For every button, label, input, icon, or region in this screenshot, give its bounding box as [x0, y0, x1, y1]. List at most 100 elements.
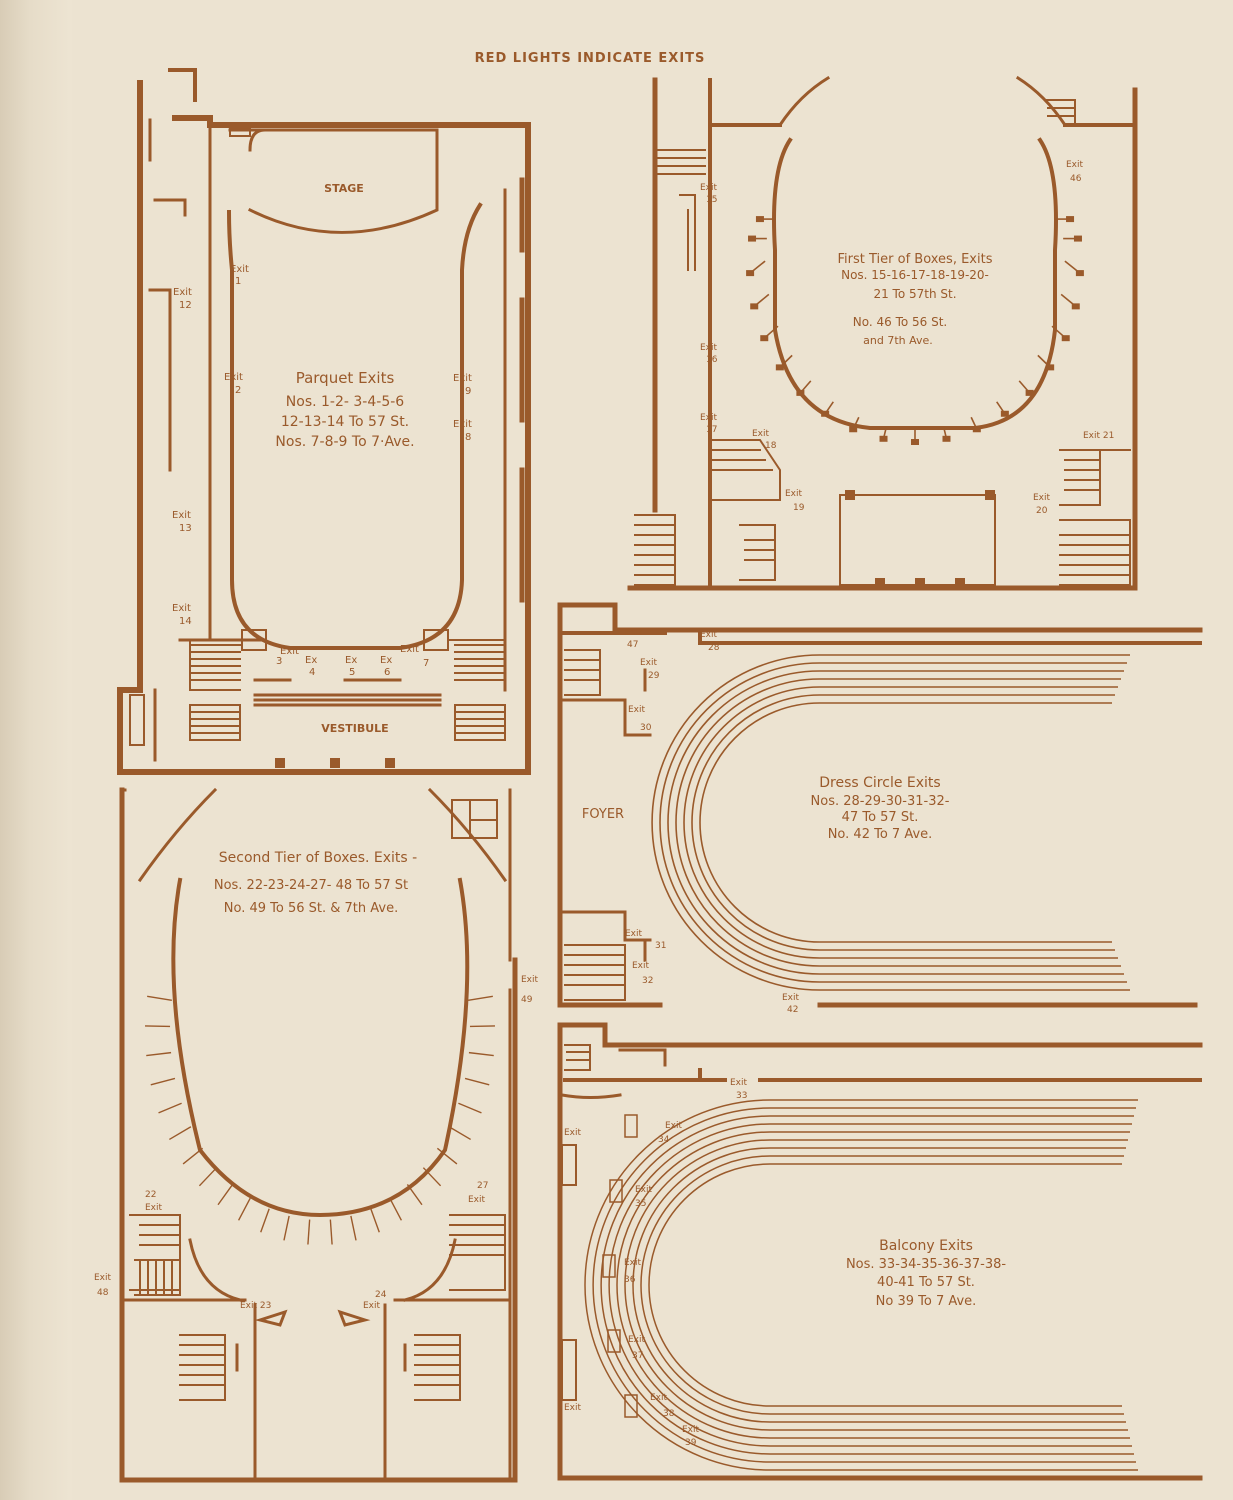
exit-19-number: 19 [793, 503, 805, 513]
second-tier-box-divider [468, 1051, 494, 1057]
exit-47-label: Exit [625, 628, 643, 638]
parquet-caption-title: Parquet Exits [296, 369, 395, 387]
parquet-caption-line-3: Nos. 7-8-9 To 7·Ave. [275, 434, 414, 450]
second-tier-box-divider [422, 1167, 442, 1187]
exit-28-label: Exit [700, 630, 718, 640]
first-tier-box-seat [911, 439, 919, 445]
exit-32-label: Exit [632, 961, 650, 971]
second-tier-box-divider [260, 1208, 270, 1233]
exit-35-number: 35 [635, 1199, 646, 1209]
second-tier-box-divider [307, 1219, 311, 1245]
exit-1-label: Exit [230, 264, 249, 275]
first-tier-box-seat [1025, 389, 1034, 396]
exit-6-number: 6 [384, 667, 390, 678]
exit-15-number: 15 [706, 195, 717, 205]
exit-49-number: 49 [521, 995, 533, 1005]
dress-circle-caption-title: Dress Circle Exits [819, 775, 940, 791]
dress-circle-plan [557, 602, 1203, 1008]
balcony-row [608, 1123, 1132, 1447]
first-tier-box-seat [1061, 335, 1070, 342]
first-tier-box-seat [796, 389, 805, 396]
exit-23-label: Exit 23 [240, 1301, 271, 1311]
balcony-row [592, 1107, 1136, 1463]
second-tier-box-divider [217, 1184, 234, 1206]
exit-24-label: Exit [363, 1301, 381, 1311]
exit-20-number: 20 [1036, 506, 1048, 516]
exit-24-number: 24 [375, 1290, 387, 1300]
parquet-caption-line-2: 12-13-14 To 57 St. [281, 414, 409, 430]
exit-38-label: Exit [650, 1393, 668, 1403]
first-tier-caption-title: First Tier of Boxes, Exits [838, 252, 993, 267]
second-tier-box-divider [406, 1184, 423, 1206]
exit-12-number: 12 [179, 300, 192, 311]
balcony-caption-line-3: No 39 To 7 Ave. [876, 1294, 977, 1309]
exit-8-label: Exit [453, 419, 472, 430]
second-tier-box-divider [436, 1147, 458, 1165]
dress-circle-row [683, 686, 1118, 959]
first-tier-caption-line-4: and 7th Ave. [863, 334, 933, 347]
exit-31-label: Exit [625, 929, 643, 939]
exit-22-label: Exit [145, 1203, 163, 1213]
exit-1-number: 1 [235, 276, 241, 287]
exit-19-label: Exit [785, 489, 803, 499]
second-tier-caption-line-1: Nos. 22-23-24-27- 48 To 57 St [214, 878, 408, 893]
first-tier-box-seat [1071, 303, 1080, 310]
dress-circle-row [699, 702, 1112, 943]
second-tier-box-divider [329, 1219, 333, 1245]
exit-37-label: Exit [628, 1335, 646, 1345]
balcony-box [602, 1254, 616, 1278]
first-tier-box-seat [1000, 410, 1009, 417]
first-tier-box-seat [879, 435, 888, 442]
balcony-row [616, 1131, 1130, 1439]
balcony-row [584, 1099, 1138, 1471]
exit-30-label: Exit [628, 705, 646, 715]
foyer-label: FOYER [582, 807, 624, 822]
exit-14-label: Exit [172, 603, 191, 614]
stage-label: STAGE [324, 182, 364, 195]
first-tier-box-seat [1073, 235, 1082, 242]
exit-18-label: Exit [752, 429, 770, 439]
first-tier-caption-line-2: 21 To 57th St. [873, 287, 956, 301]
first-tier-box-seat [746, 270, 755, 277]
exit-12-label: Exit [173, 287, 192, 298]
exit-34-number: 34 [658, 1135, 670, 1145]
dress-circle-row [667, 670, 1124, 975]
second-tier-box-dividers [145, 995, 495, 1245]
exit-48-number: 48 [97, 1288, 109, 1298]
exit-29-number: 29 [648, 671, 660, 681]
exit-37-number: 37 [632, 1351, 643, 1361]
second-tier-box-divider [458, 1102, 482, 1114]
balcony-row [624, 1139, 1128, 1431]
second-tier-box-divider [283, 1215, 290, 1241]
exit-17-number: 17 [706, 425, 717, 435]
second-tier-box-divider [158, 1102, 182, 1114]
balcony-caption-title: Balcony Exits [879, 1238, 973, 1254]
second-tier-caption-title: Second Tier of Boxes. Exits - [219, 850, 417, 866]
exit-46-label: Exit [1066, 160, 1084, 170]
exit-14-number: 14 [179, 616, 192, 627]
balcony-box [624, 1114, 638, 1138]
first-tier-box-seat [1046, 364, 1055, 371]
exit-33-number: 33 [736, 1091, 747, 1101]
parquet-caption-line-1: Nos. 1-2- 3-4-5-6 [286, 394, 404, 410]
exit-20-label: Exit [1033, 493, 1051, 503]
page-header: RED LIGHTS INDICATE EXITS [475, 51, 706, 66]
exit-16-label: Exit [700, 343, 718, 353]
first-tier-box-seat [748, 235, 757, 242]
exit-48-label: Exit [94, 1273, 112, 1283]
exit-18-number: 18 [765, 441, 777, 451]
exit-3-label: Exit [280, 646, 299, 657]
balcony-caption: Balcony Exits Nos. 33-34-35-36-37-38- 40… [846, 1238, 1006, 1309]
first-tier-box-seat [972, 426, 981, 433]
exit-3-number: 3 [276, 656, 282, 667]
first-tier-box-seat [849, 426, 858, 433]
first-tier-plan [627, 75, 1138, 591]
balcony-seating-rows [584, 1099, 1138, 1471]
exit-6-label: Ex [380, 655, 392, 666]
second-tier-box-divider [147, 995, 172, 1001]
second-tier-box-divider [198, 1167, 218, 1187]
exit-27-label: Exit [468, 1195, 486, 1205]
exit-32-number: 32 [642, 976, 653, 986]
